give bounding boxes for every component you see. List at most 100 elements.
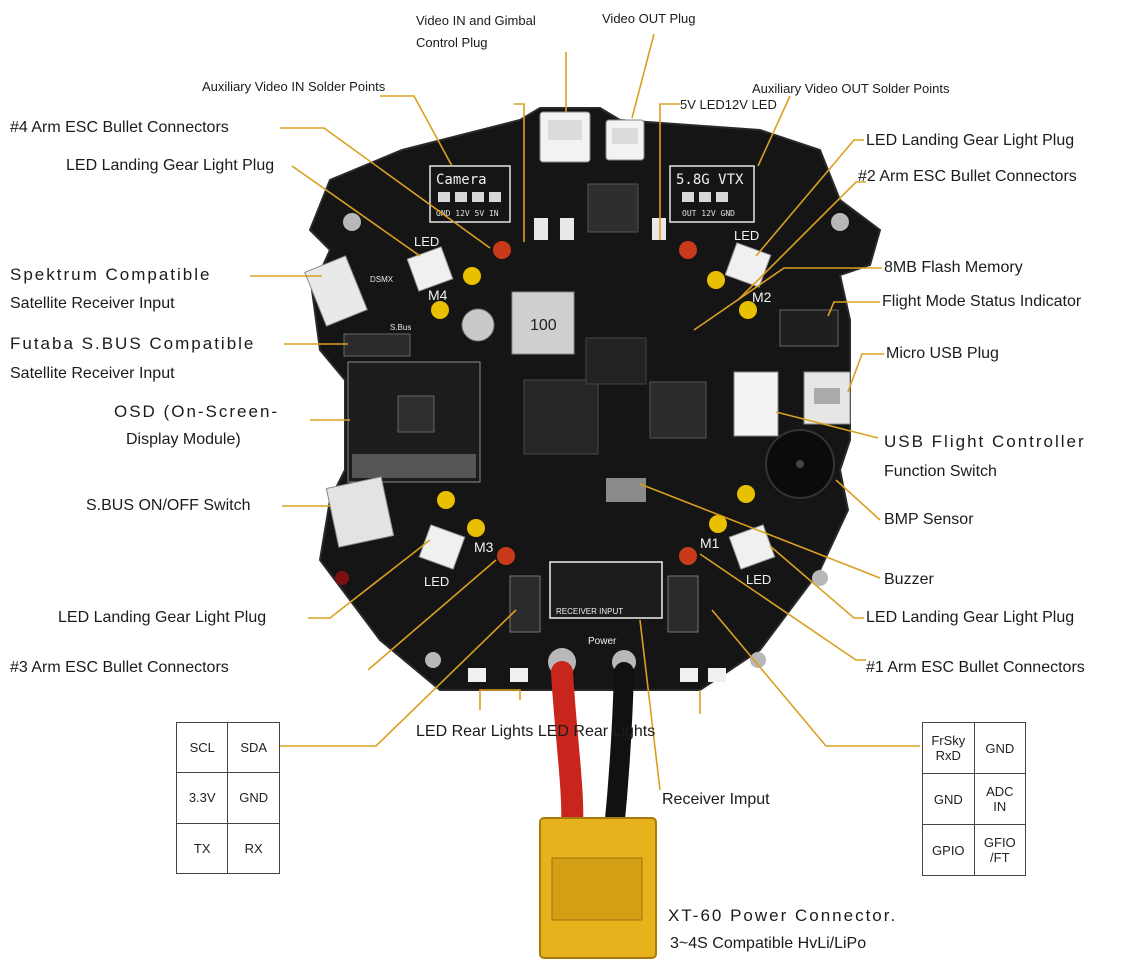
usb-socket (814, 388, 840, 404)
mcu-chip (523, 379, 599, 455)
leader-led-bottom-left (308, 539, 431, 619)
pin-cell: SCL (175, 721, 229, 774)
rear-light (708, 668, 726, 682)
inductor-100 (511, 291, 575, 355)
rear-light (680, 668, 698, 682)
pin-cell: RX (227, 822, 280, 875)
pin-cell: GPIO (922, 824, 975, 876)
label-led-gear-top-left: LED Landing Gear Light Plug (66, 157, 275, 174)
led-plug-m1 (728, 524, 776, 570)
smd-component (534, 218, 548, 240)
leader-led-bottom-right (769, 545, 864, 619)
pin-row: 3.3V GND (175, 772, 280, 824)
led-plug-m2 (724, 242, 772, 288)
leader-12v-led (659, 103, 680, 240)
label-video-in-gimbal-text: Video IN and Gimbal Control Plug (416, 13, 536, 50)
buzzer-hole (796, 460, 804, 468)
pin-row: GND ADC IN (922, 773, 1027, 825)
spektrum-port (304, 255, 368, 327)
esc-bullet-m4 (463, 267, 481, 285)
pcb-m4: M4 (428, 287, 448, 303)
pin-row: SCL SDA (175, 721, 280, 774)
esc-bullet-m1 (679, 547, 697, 565)
label-led-gear-top-right: LED Landing Gear Light Plug (866, 132, 1075, 149)
esc-bullet-m2 (707, 271, 725, 289)
leader-bmp (835, 479, 881, 521)
label-flight-mode: Flight Mode Status Indicator (882, 293, 1082, 310)
pcb-m2: M2 (752, 289, 772, 305)
label-arm1-esc: #1 Arm ESC Bullet Connectors (866, 659, 1085, 676)
label-sbus-switch: S.BUS ON/OFF Switch (86, 497, 251, 514)
smd-component (560, 218, 574, 240)
label-aux-video-in: Auxiliary Video IN Solder Points (202, 79, 386, 94)
pin-cell: GND (973, 722, 1027, 774)
led-plug-m3 (418, 524, 466, 570)
leader-flash (693, 267, 882, 331)
leader-right-pins (711, 609, 920, 747)
mount-hole (831, 213, 849, 231)
solder-pad (716, 192, 728, 202)
label-osd-line1: OSD (On-Screen- (114, 402, 280, 421)
label-led-gear-bottom-left: LED Landing Gear Light Plug (58, 609, 267, 626)
leader-led-top-left (291, 165, 421, 257)
dip-switch (733, 371, 779, 437)
esc-bullet-m1 (737, 485, 755, 503)
osd-pins (352, 454, 476, 478)
leader-micro-usb (847, 353, 884, 393)
label-arm3-esc: #3 Arm ESC Bullet Connectors (10, 659, 229, 676)
plug-socket (548, 120, 582, 140)
mount-hole (425, 652, 441, 668)
rear-light (468, 668, 486, 682)
inductor-15 (649, 381, 707, 439)
label-futaba-line1: Futaba S.BUS Compatible (10, 334, 256, 353)
label-micro-usb: Micro USB Plug (886, 345, 999, 362)
micro-usb (803, 371, 851, 425)
left-pin-table: SCL SDA 3.3V GND TX RX (175, 721, 280, 875)
xt60-body (551, 857, 643, 921)
label-futaba-line2: Satellite Receiver Input (10, 365, 175, 382)
pin-cell: GND (227, 772, 280, 824)
leader-led-top-right (755, 139, 864, 257)
leader-lines (250, 33, 920, 791)
mount-hole (335, 571, 349, 585)
sbus-header (343, 333, 411, 357)
label-video-in-gimbal: Video IN and Gimbal Control Plug (416, 10, 536, 54)
pin-cell: 3.3V (175, 772, 229, 824)
sbus-switch (325, 476, 395, 548)
leader-left-pins (280, 609, 517, 747)
pin-row: GPIO GFIO /FT (922, 824, 1027, 876)
solder-pad (438, 192, 450, 202)
pin-cell: FrSky RxD (922, 722, 975, 774)
pcb-dsmx: DSMX (370, 275, 394, 284)
status-leds (779, 309, 839, 347)
leader-5v-led (514, 103, 525, 242)
label-flash-memory: 8MB Flash Memory (884, 259, 1023, 276)
esc-bullet-m4 (431, 301, 449, 319)
label-arm2-esc: #2 Arm ESC Bullet Connectors (858, 168, 1077, 185)
label-video-out-plug: Video OUT Plug (602, 11, 696, 26)
pcb-led-text: LED (734, 228, 759, 243)
pcb-led-text: LED (424, 574, 449, 589)
pin-cell: SDA (227, 721, 280, 774)
receiver-input-header (549, 561, 663, 619)
solder-pad (472, 192, 484, 202)
pcb-m1: M1 (700, 535, 720, 551)
red-wire (551, 661, 584, 841)
bmp-chip (606, 478, 646, 502)
pcb-vtx-text: 5.8G VTX (676, 172, 744, 188)
esc-bullet-m3 (497, 547, 515, 565)
flash-chip (585, 337, 647, 385)
leader-rear-left (479, 689, 521, 710)
esc-bullet-m2 (739, 301, 757, 319)
pin-cell: GFIO /FT (973, 824, 1027, 876)
pcb-led-text: LED (746, 572, 771, 587)
esc-bullet-m3 (467, 519, 485, 537)
leader-usb-switch (775, 411, 879, 439)
plug-socket (612, 128, 638, 144)
leader-receiver-input (639, 619, 661, 791)
power-inductor (587, 183, 639, 233)
right-pin-table: FrSky RxD GND GND ADC IN GPIO GFIO /FT (922, 722, 1027, 876)
label-buzzer: Buzzer (884, 571, 934, 588)
leader-buzzer (639, 483, 881, 579)
